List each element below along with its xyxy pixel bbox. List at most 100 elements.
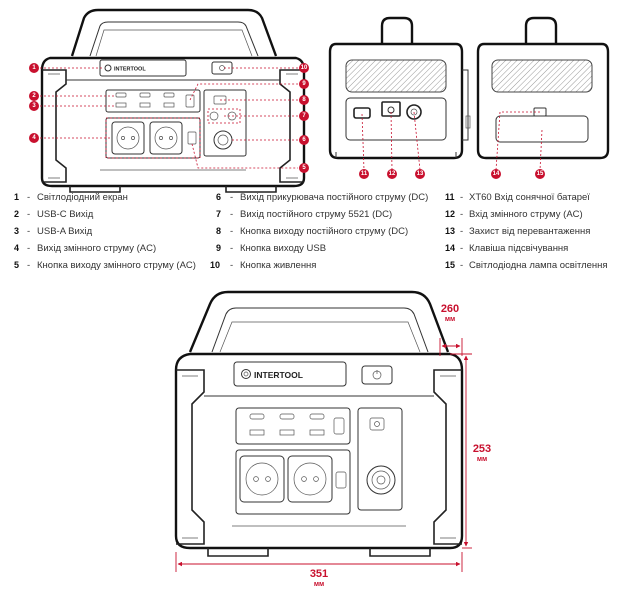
- svg-text:-: -: [230, 243, 233, 254]
- callout-10: 10: [299, 63, 309, 73]
- svg-text:3: 3: [32, 103, 36, 109]
- legend-item-13: 13-Захист від перевантаження: [445, 226, 590, 237]
- svg-text:Вихід прикурювача постійного с: Вихід прикурювача постійного струму (DC): [240, 192, 428, 203]
- svg-text:Вхід змінного струму (AC): Вхід змінного струму (AC): [469, 209, 583, 220]
- callout-15: 15: [535, 169, 545, 179]
- svg-text:14: 14: [493, 171, 500, 177]
- svg-text:2: 2: [14, 209, 19, 219]
- callout-11: 11: [359, 169, 369, 179]
- svg-text:USB-A Вихід: USB-A Вихід: [37, 226, 93, 237]
- dimension-width-value: 351: [310, 568, 328, 580]
- svg-text:11: 11: [361, 171, 368, 177]
- dimension-height: 253 мм: [450, 353, 491, 549]
- svg-text:-: -: [460, 226, 463, 237]
- legend-item-7: 7-Вихід постійного струму 5521 (DC): [216, 209, 392, 220]
- front-callout-leaders: [40, 67, 298, 169]
- svg-text:2: 2: [32, 93, 36, 99]
- svg-text:11: 11: [445, 192, 455, 202]
- legend: 1-Світлодіодний екран 2-USB-C Вихід 3-US…: [14, 192, 608, 271]
- svg-text:12: 12: [389, 171, 396, 177]
- svg-text:-: -: [27, 192, 30, 203]
- legend-item-14: 14-Клавіша підсвічування: [445, 243, 568, 254]
- legend-item-12: 12-Вхід змінного струму (AC): [445, 209, 583, 220]
- callout-9: 9: [299, 79, 309, 89]
- callout-4: 4: [29, 133, 39, 143]
- callout-12: 12: [387, 169, 397, 179]
- svg-text:1: 1: [32, 65, 36, 71]
- legend-item-15: 15-Світлодіодна лампа освітлення: [445, 260, 608, 271]
- callout-1: 1: [29, 63, 39, 73]
- svg-text:-: -: [230, 192, 233, 203]
- callout-13: 13: [415, 169, 425, 179]
- callout-6: 6: [299, 135, 309, 145]
- front-view-large: INTERTOOL: [174, 290, 464, 557]
- callout-8: 8: [299, 95, 309, 105]
- dimension-width-unit: мм: [314, 581, 324, 588]
- legend-item-10: 10-Кнопка живлення: [210, 260, 316, 271]
- svg-text:9: 9: [302, 81, 306, 87]
- legend-item-3: 3-USB-A Вихід: [14, 226, 93, 237]
- svg-text:USB-C Вихід: USB-C Вихід: [37, 209, 94, 220]
- svg-text:-: -: [460, 209, 463, 220]
- svg-text:Кнопка живлення: Кнопка живлення: [240, 260, 316, 271]
- svg-text:15: 15: [445, 260, 455, 270]
- svg-text:Захист від перевантаження: Захист від перевантаження: [469, 226, 590, 237]
- legend-item-8: 8-Кнопка виходу постійного струму (DC): [216, 226, 408, 237]
- svg-text:14: 14: [445, 243, 455, 253]
- back-view: [328, 16, 471, 171]
- callout-2: 2: [29, 91, 39, 101]
- svg-text:13: 13: [445, 226, 455, 236]
- svg-text:8: 8: [302, 97, 306, 103]
- svg-text:6: 6: [216, 192, 221, 202]
- legend-item-2: 2-USB-C Вихід: [14, 209, 94, 220]
- callout-3: 3: [29, 101, 39, 111]
- svg-text:1: 1: [14, 192, 19, 202]
- svg-text:Клавіша підсвічування: Клавіша підсвічування: [469, 243, 568, 254]
- dimension-width: 351 мм: [175, 552, 463, 588]
- svg-text:Кнопка виходу постійного струм: Кнопка виходу постійного струму (DC): [240, 226, 408, 237]
- svg-text:Кнопка виходу змінного струму: Кнопка виходу змінного струму (AC): [37, 260, 196, 271]
- svg-text:-: -: [27, 226, 30, 237]
- brand-large: INTERTOOL: [254, 370, 303, 380]
- svg-text:-: -: [230, 226, 233, 237]
- svg-text:15: 15: [537, 171, 544, 177]
- callout-5: 5: [299, 163, 309, 173]
- legend-item-1: 1-Світлодіодний екран: [14, 192, 128, 203]
- usb-a-ports: [249, 429, 325, 436]
- dimension-height-value: 253: [473, 443, 491, 455]
- dimension-depth: 260 мм: [439, 303, 463, 356]
- usb-c-ports: [249, 413, 325, 420]
- dimension-depth-unit: мм: [445, 316, 455, 323]
- svg-text:-: -: [27, 260, 30, 271]
- dimension-depth-value: 260: [441, 303, 459, 315]
- svg-text:10: 10: [210, 260, 220, 270]
- legend-item-5: 5-Кнопка виходу змінного струму (AC): [14, 260, 196, 271]
- svg-text:-: -: [230, 209, 233, 220]
- svg-text:-: -: [460, 260, 463, 271]
- svg-text:5: 5: [302, 165, 306, 171]
- svg-text:-: -: [27, 209, 30, 220]
- svg-text:12: 12: [445, 209, 455, 219]
- svg-text:3: 3: [14, 226, 19, 236]
- svg-text:Світлодіодний екран: Світлодіодний екран: [37, 192, 128, 203]
- front-view-small: INTERTOOL: [40, 8, 306, 193]
- svg-text:4: 4: [32, 135, 36, 141]
- callout-7: 7: [299, 111, 309, 121]
- svg-text:-: -: [460, 192, 463, 203]
- svg-text:-: -: [230, 260, 233, 271]
- legend-item-4: 4-Вихід змінного струму (AC): [14, 243, 156, 254]
- svg-text:-: -: [460, 243, 463, 254]
- brand-small: INTERTOOL: [114, 67, 146, 73]
- legend-item-9: 9-Кнопка виходу USB: [216, 243, 326, 254]
- svg-text:6: 6: [302, 137, 306, 143]
- svg-text:Вихід постійного струму 5521 (: Вихід постійного струму 5521 (DC): [240, 209, 392, 220]
- svg-text:7: 7: [302, 113, 306, 119]
- svg-text:Вихід змінного струму (AC): Вихід змінного струму (AC): [37, 243, 156, 254]
- svg-text:XT60 Вхід сонячної батареї: XT60 Вхід сонячної батареї: [469, 192, 590, 203]
- callout-14: 14: [491, 169, 501, 179]
- svg-text:7: 7: [216, 209, 221, 219]
- svg-text:Кнопка виходу USB: Кнопка виходу USB: [240, 243, 326, 254]
- svg-text:4: 4: [14, 243, 19, 253]
